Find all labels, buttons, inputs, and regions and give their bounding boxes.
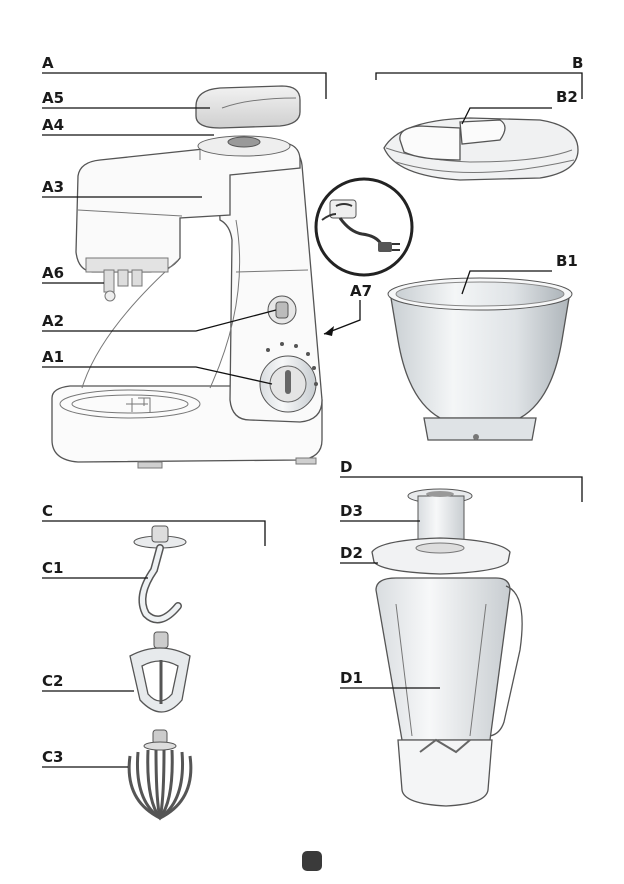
callout-d1: D1	[340, 669, 363, 687]
group-a-label: A	[42, 54, 54, 72]
callout-a6: A6	[42, 264, 64, 282]
page-marker	[302, 851, 322, 871]
splash-guard-illustration	[384, 118, 578, 180]
blender-illustration	[372, 489, 522, 806]
callout-a4: A4	[42, 116, 64, 134]
callout-a1: A1	[42, 348, 64, 366]
callout-c3: C3	[42, 748, 63, 766]
group-c-label: C	[42, 502, 53, 520]
callout-c1: C1	[42, 559, 63, 577]
callout-b1: B1	[556, 252, 578, 270]
callout-d2: D2	[340, 544, 363, 562]
power-cord-illustration	[316, 179, 412, 275]
callout-a7: A7	[350, 282, 372, 300]
callout-a3: A3	[42, 178, 64, 196]
whisk-illustration	[129, 730, 191, 818]
mixing-bowl-illustration	[388, 278, 572, 440]
flat-beater-illustration	[130, 632, 190, 712]
group-b-label: B	[572, 54, 583, 72]
group-b-bracket	[376, 73, 582, 99]
stand-mixer-illustration	[52, 86, 322, 468]
dough-hook-illustration	[134, 526, 186, 619]
callout-c2: C2	[42, 672, 63, 690]
callout-b2: B2	[556, 88, 578, 106]
callout-a2: A2	[42, 312, 64, 330]
group-d-label: D	[340, 458, 352, 476]
callout-d3: D3	[340, 502, 363, 520]
callout-a5: A5	[42, 89, 64, 107]
